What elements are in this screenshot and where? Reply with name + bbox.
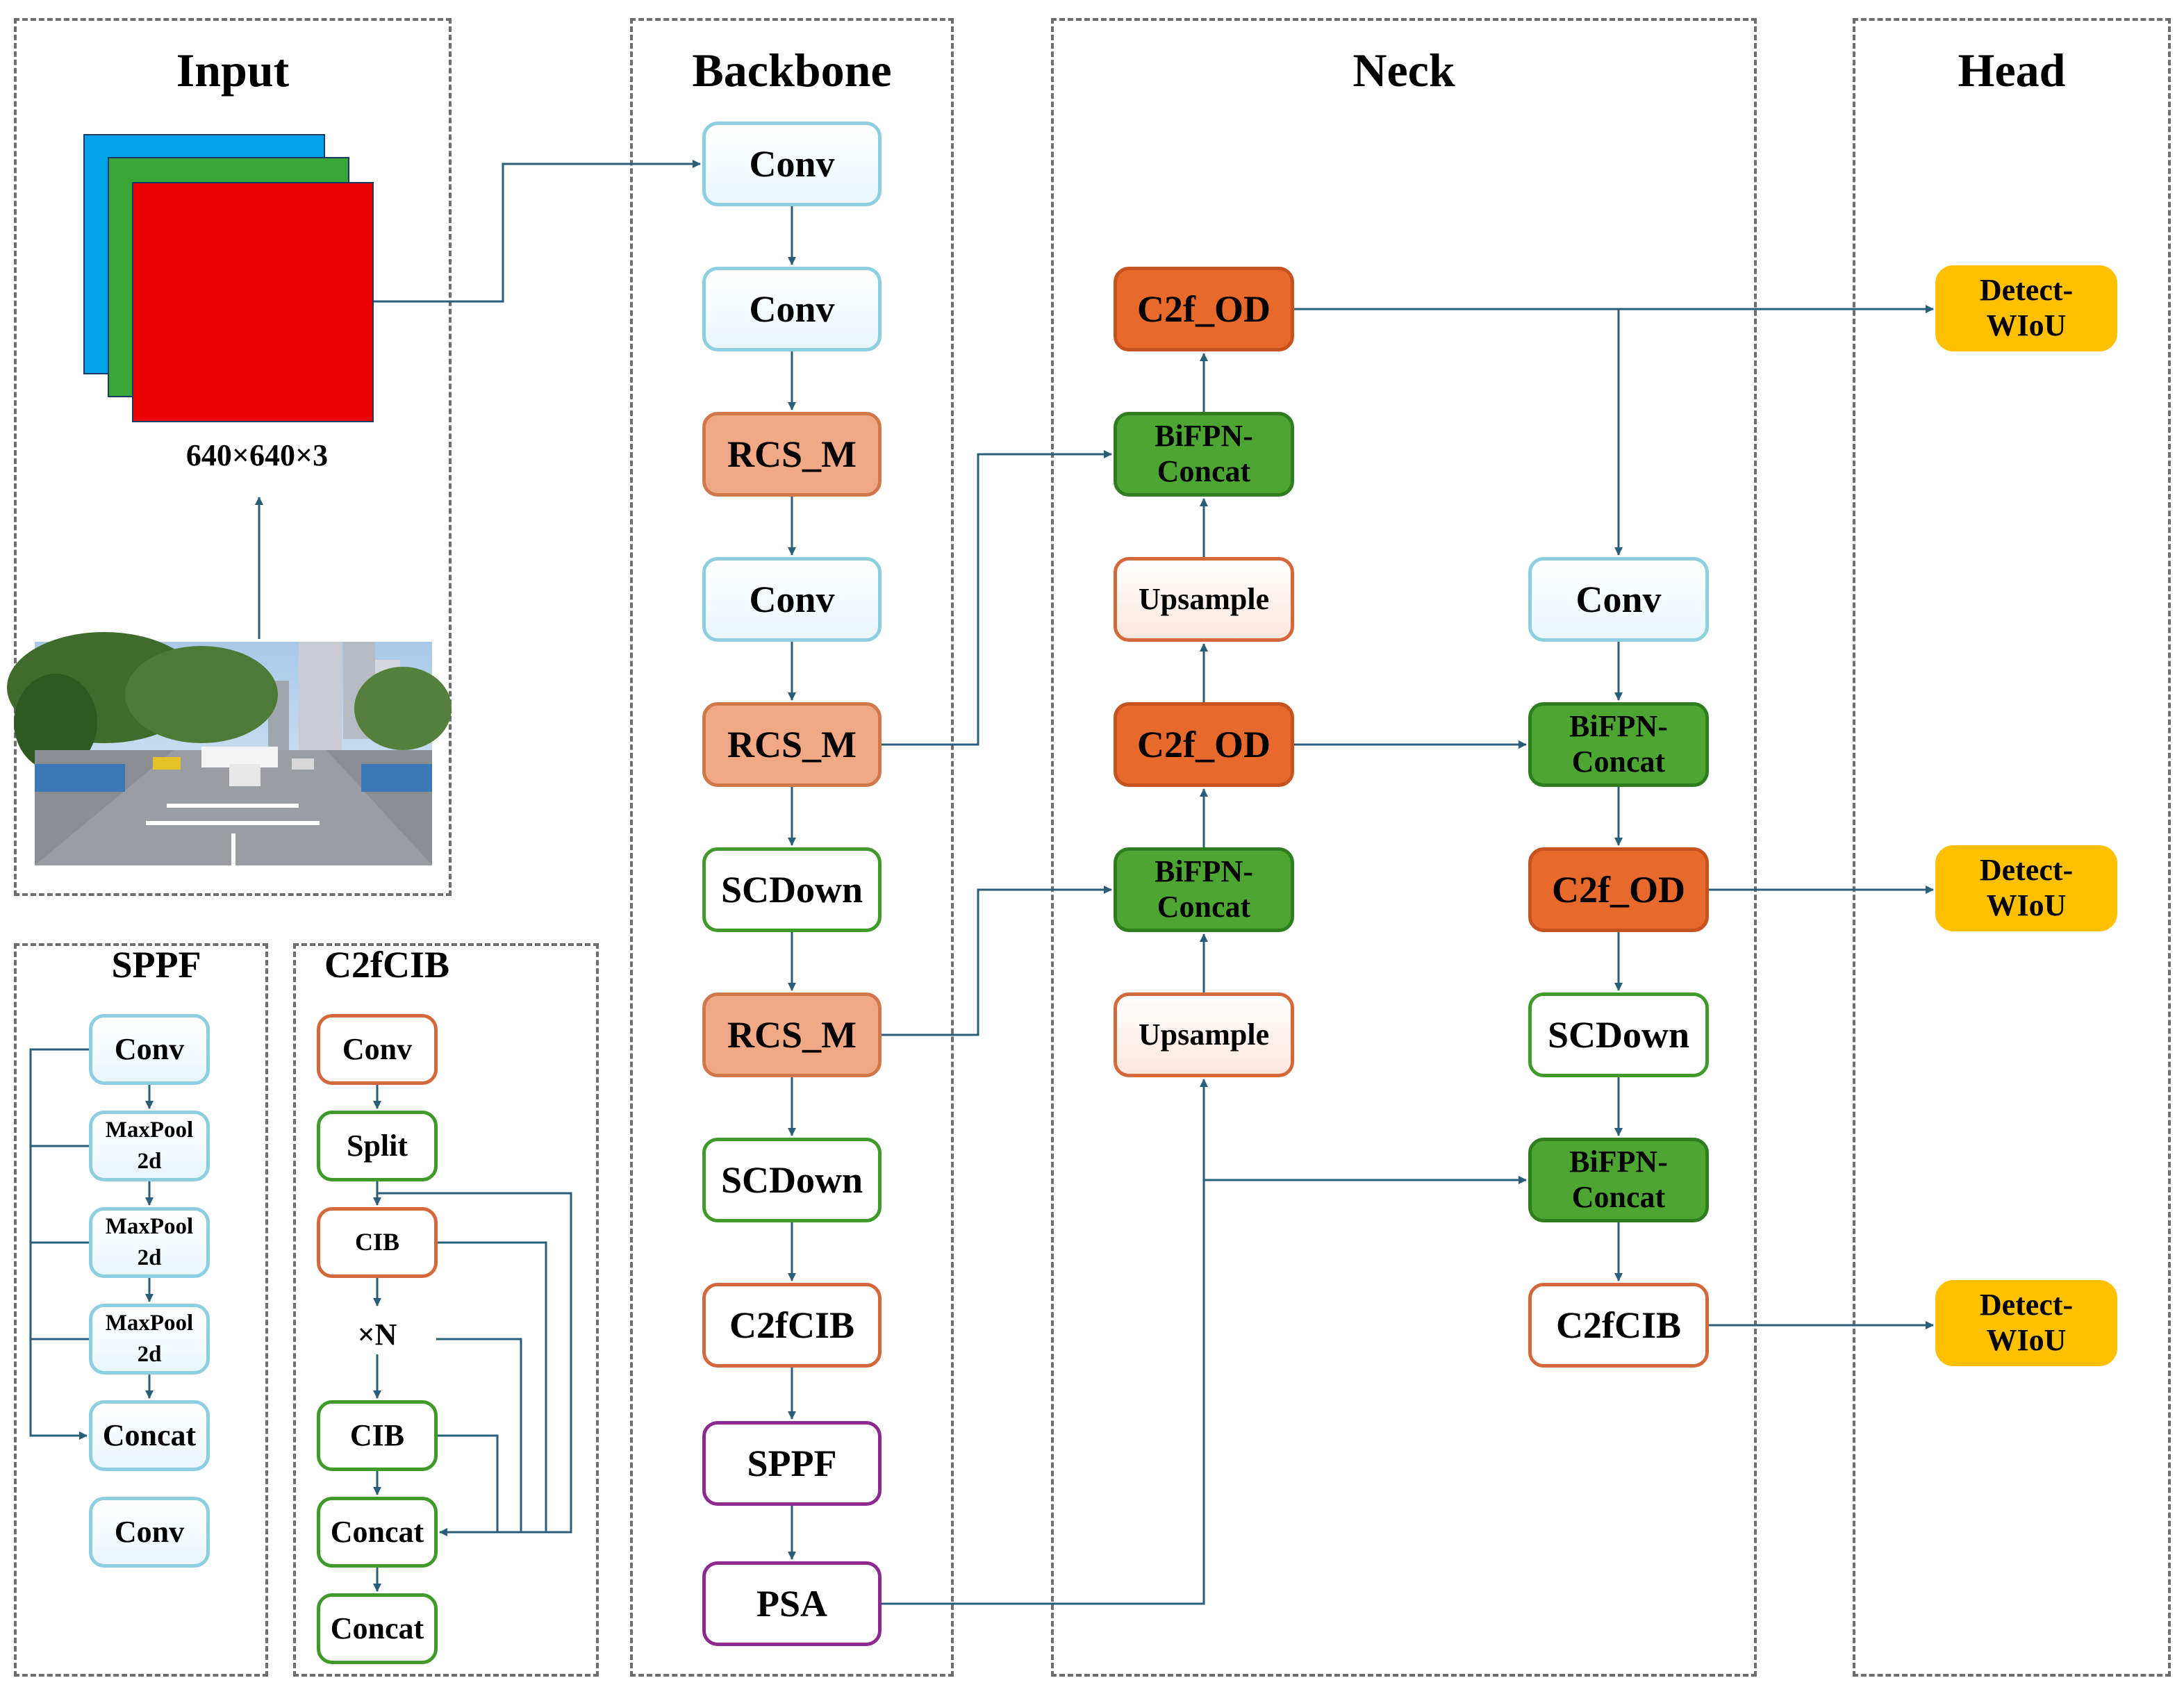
backbone-scdown-1: SCDown — [702, 847, 882, 932]
neck-panel — [1051, 18, 1757, 1677]
sppf-maxpool-3: MaxPool 2d — [89, 1304, 210, 1375]
backbone-rcs-m-3: RCS_M — [702, 993, 882, 1077]
backbone-c2fcib: C2fCIB — [702, 1283, 882, 1368]
head-title: Head — [1958, 44, 2066, 97]
input-size-label: 640×640×3 — [185, 438, 329, 472]
neck-upsample-2: Upsample — [1114, 993, 1294, 1077]
c2fcib-concat-1: Concat — [317, 1497, 438, 1568]
neck-bifpn-concat-3: BiFPN- Concat — [1528, 702, 1709, 787]
neck-scdown: SCDown — [1528, 993, 1709, 1077]
backbone-conv-3: Conv — [702, 557, 882, 642]
neck-c2f-od-mid: C2f_OD — [1114, 702, 1294, 787]
input-channel-red — [132, 182, 374, 422]
neck-conv: Conv — [1528, 557, 1709, 642]
neck-title: Neck — [1352, 44, 1455, 97]
input-title: Input — [176, 44, 290, 97]
c2fcib-conv: Conv — [317, 1014, 438, 1085]
c2fcib-repeat-n: ×N — [357, 1318, 397, 1352]
backbone-panel — [630, 18, 954, 1677]
sppf-panel — [14, 943, 268, 1677]
c2fcib-concat-2: Concat — [317, 1593, 438, 1664]
neck-c2f-od-lower: C2f_OD — [1528, 847, 1709, 932]
backbone-conv-1: Conv — [702, 122, 882, 206]
neck-bifpn-concat-1: BiFPN- Concat — [1114, 412, 1294, 497]
backbone-scdown-2: SCDown — [702, 1138, 882, 1222]
neck-bifpn-concat-2: BiFPN- Concat — [1114, 847, 1294, 932]
neck-c2fcib: C2fCIB — [1528, 1283, 1709, 1368]
sppf-concat: Concat — [89, 1400, 210, 1471]
head-panel — [1853, 18, 2171, 1677]
neck-c2f-od-top: C2f_OD — [1114, 267, 1294, 351]
c2fcib-title: C2fCIB — [324, 944, 449, 986]
sppf-title: SPPF — [111, 944, 201, 986]
head-detect-wiou-1: Detect- WIoU — [1935, 265, 2117, 351]
c2fcib-split: Split — [317, 1111, 438, 1181]
sppf-conv-2: Conv — [89, 1497, 210, 1568]
backbone-conv-2: Conv — [702, 267, 882, 351]
sppf-conv-1: Conv — [89, 1014, 210, 1085]
backbone-rcs-m-2: RCS_M — [702, 702, 882, 787]
head-detect-wiou-3: Detect- WIoU — [1935, 1280, 2117, 1366]
neck-bifpn-concat-4: BiFPN- Concat — [1528, 1138, 1709, 1222]
input-panel — [14, 18, 452, 896]
c2fcib-panel — [293, 943, 599, 1677]
sppf-maxpool-2: MaxPool 2d — [89, 1207, 210, 1278]
sppf-maxpool-1: MaxPool 2d — [89, 1111, 210, 1181]
neck-upsample-1: Upsample — [1114, 557, 1294, 642]
backbone-psa: PSA — [702, 1561, 882, 1646]
c2fcib-cib-2: CIB — [317, 1400, 438, 1471]
backbone-sppf: SPPF — [702, 1421, 882, 1506]
c2fcib-cib-1: CIB — [317, 1207, 438, 1278]
head-detect-wiou-2: Detect- WIoU — [1935, 845, 2117, 931]
backbone-title: Backbone — [692, 44, 892, 97]
backbone-rcs-m-1: RCS_M — [702, 412, 882, 497]
